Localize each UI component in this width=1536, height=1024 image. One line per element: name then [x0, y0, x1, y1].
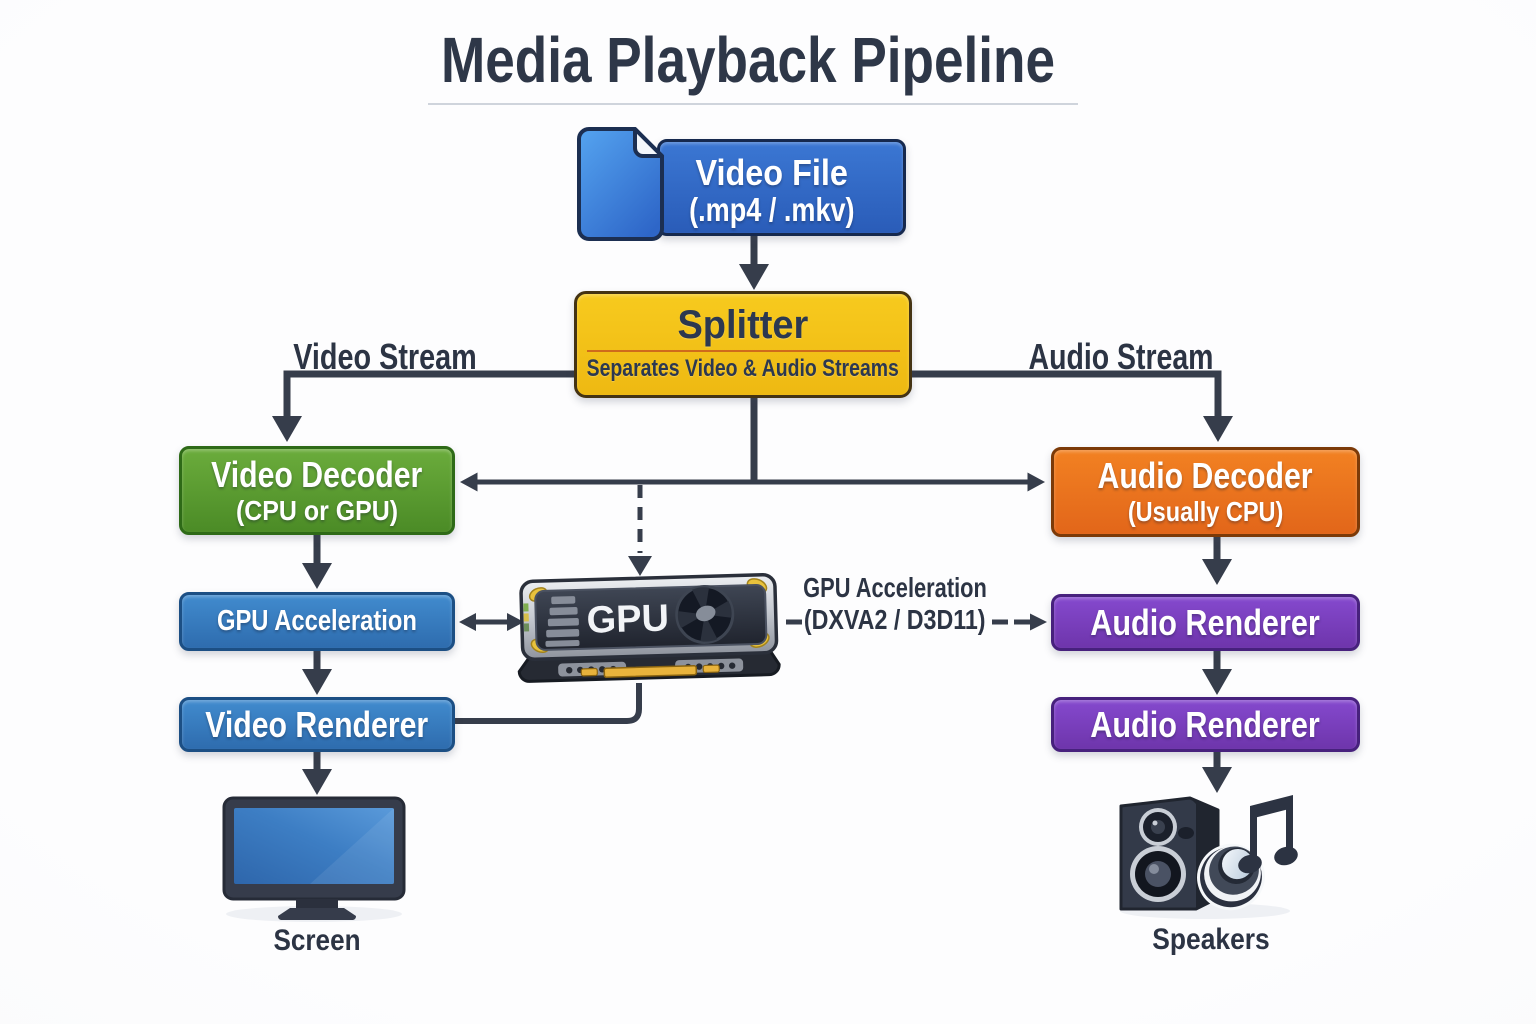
svg-text:GPU: GPU: [586, 597, 669, 641]
